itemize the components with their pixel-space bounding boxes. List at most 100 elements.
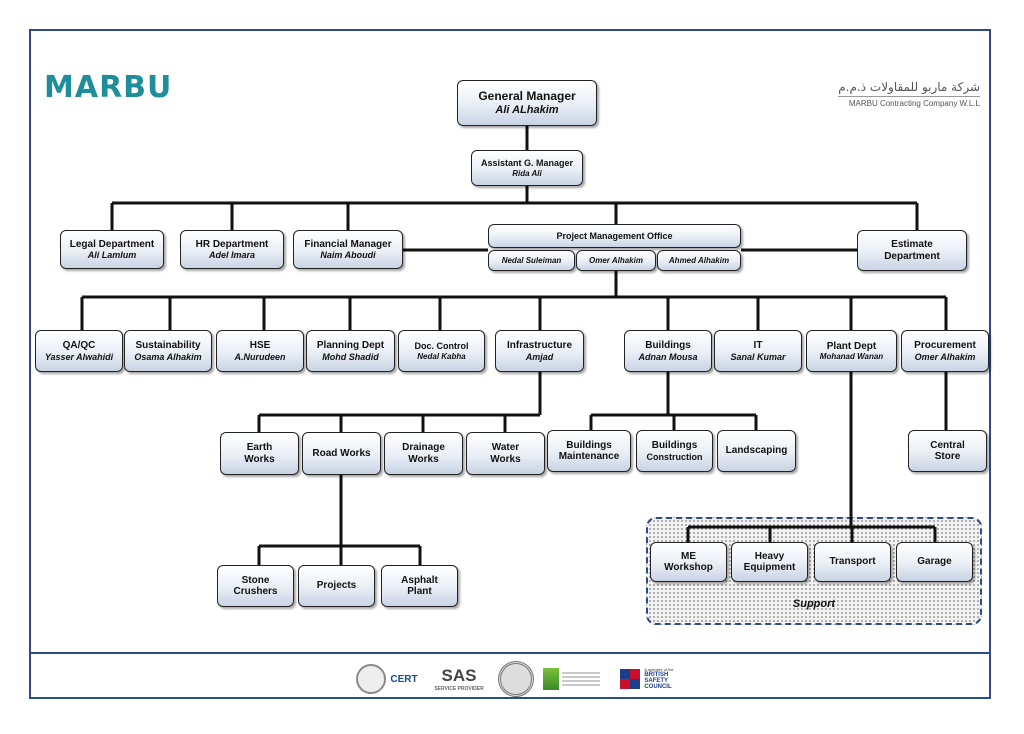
company-name-arabic: شركة ماربو للمقاولات ذ.م.م — [838, 80, 980, 94]
qatar-gbc-logo — [541, 664, 601, 694]
buildings-maintenance-line2: Maintenance — [558, 451, 620, 462]
buildings-maintenance-box: Buildings Maintenance — [547, 430, 631, 472]
plant-dept-box: Plant Dept Mohanad Wanan — [806, 330, 897, 372]
garage-label: Garage — [917, 556, 952, 568]
earth-works-line1: Earth — [246, 442, 273, 453]
legal-department-box: Legal Department Ali Lamlum — [60, 230, 164, 269]
asphalt-plant-line2: Plant — [407, 586, 432, 597]
earth-works-box: Earth Works — [220, 432, 299, 475]
assistant-gm-title: Assistant G. Manager — [480, 158, 574, 169]
marbu-logo: MARBU — [44, 70, 173, 105]
gbc-seal-logo — [496, 661, 536, 697]
earth-works-line2: Works — [244, 453, 275, 465]
buildings-maintenance-line1: Buildings — [566, 439, 612, 451]
bsc-british-text: BRITISH — [644, 672, 669, 678]
procurement-box: Procurement Omer Alhakim — [901, 330, 989, 372]
british-safety-council-logo: A member of the BRITISH SAFETY COUNCIL — [611, 664, 683, 694]
it-name: Sanal Kumar — [730, 351, 786, 362]
garage-box: Garage — [896, 542, 973, 582]
procurement-name: Omer Alhakim — [914, 351, 976, 362]
central-store-line1: Central — [930, 439, 965, 451]
estimate-line1: Estimate — [891, 239, 933, 250]
planning-title: Planning Dept — [316, 340, 385, 352]
transport-box: Transport — [814, 542, 891, 582]
hr-name: Adel Imara — [208, 250, 256, 261]
infrastructure-box: Infrastructure Amjad — [495, 330, 584, 372]
buildings-construction-line2: Construction — [646, 451, 703, 462]
pmo-member-box: Omer Alhakim — [576, 250, 656, 271]
assistant-gm-box: Assistant G. Manager Rida Ali — [471, 150, 583, 186]
central-store-box: Central Store — [908, 430, 987, 472]
doc-control-name: Nedal Kabha — [417, 351, 466, 361]
green-building-icon — [542, 668, 559, 690]
hse-title: HSE — [249, 340, 271, 352]
qaqc-name: Yasser Alwahidi — [44, 351, 114, 362]
plant-title: Plant Dept — [826, 340, 877, 352]
infrastructure-title: Infrastructure — [506, 340, 572, 352]
pmo-member-box: Nedal Suleiman — [488, 250, 575, 271]
general-manager-box: General Manager Ali ALhakim — [457, 80, 597, 126]
stone-crushers-line1: Stone — [241, 574, 270, 586]
hse-box: HSE A.Nurudeen — [216, 330, 304, 372]
heavy-equipment-line1: Heavy — [754, 550, 785, 562]
drainage-works-line1: Drainage — [402, 442, 445, 453]
drainage-works-box: Drainage Works — [384, 432, 463, 475]
central-store-line2: Store — [934, 451, 961, 462]
cert-text: CERT — [390, 673, 418, 685]
buildings-box: Buildings Adnan Mousa — [624, 330, 712, 372]
gbc-text-icon — [561, 672, 600, 686]
financial-title: Financial Manager — [304, 238, 392, 250]
road-works-box: Road Works — [302, 432, 381, 475]
water-works-box: Water Works — [466, 432, 545, 475]
plant-name: Mohanad Wanan — [819, 352, 884, 362]
drainage-works-line2: Works — [408, 453, 439, 465]
buildings-name: Adnan Mousa — [638, 351, 698, 362]
pmo-member-box: Ahmed Alhakim — [657, 250, 741, 271]
it-box: IT Sanal Kumar — [714, 330, 802, 372]
me-workshop-box: ME Workshop — [650, 542, 727, 582]
legal-name: Ali Lamlum — [87, 250, 137, 261]
asphalt-plant-line1: Asphalt — [401, 574, 438, 586]
pmo-title: Project Management Office — [556, 230, 673, 241]
stone-crushers-line2: Crushers — [233, 586, 278, 597]
me-workshop-line2: Workshop — [664, 562, 713, 573]
financial-manager-box: Financial Manager Naim Aboudi — [293, 230, 403, 269]
sustainability-title: Sustainability — [135, 340, 201, 352]
bsc-member-text: A member of the — [644, 667, 674, 672]
buildings-title: Buildings — [645, 340, 691, 352]
footer-divider — [31, 652, 989, 654]
financial-name: Naim Aboudi — [320, 250, 376, 261]
legal-title: Legal Department — [69, 238, 155, 250]
qaqc-box: QA/QC Yasser Alwahidi — [35, 330, 123, 372]
hr-title: HR Department — [195, 238, 269, 250]
assistant-gm-name: Rida Ali — [512, 168, 542, 178]
pmo-member-2: Omer Alhakim — [589, 255, 643, 265]
procurement-title: Procurement — [914, 340, 976, 352]
stone-crushers-box: Stone Crushers — [217, 565, 294, 607]
asphalt-plant-box: Asphalt Plant — [381, 565, 458, 607]
seal-icon — [498, 661, 534, 697]
estimate-line2: Department — [884, 250, 940, 262]
hse-name: A.Nurudeen — [234, 351, 286, 362]
sustainability-name: Osama Alhakim — [134, 351, 202, 362]
bsc-icon — [620, 669, 641, 689]
doc-control-title: Doc. Control — [414, 341, 469, 352]
planning-name: Mohd Shadid — [322, 351, 379, 362]
landscaping-label: Landscaping — [725, 445, 788, 457]
tuv-cert-logo: CERT — [352, 664, 422, 694]
bsc-safety-text: SAFETY — [644, 678, 668, 684]
sas-subtext: SERVICE PROVIDER — [434, 686, 484, 692]
company-name-english: MARBU Contracting Company W.L.L — [838, 96, 980, 108]
heavy-equipment-line2: Equipment — [743, 562, 796, 573]
sustainability-box: Sustainability Osama Alhakim — [124, 330, 212, 372]
pmo-member-1: Nedal Suleiman — [501, 255, 562, 265]
me-workshop-line1: ME — [681, 550, 696, 562]
company-name: شركة ماربو للمقاولات ذ.م.م MARBU Contrac… — [838, 80, 980, 108]
estimate-department-box: Estimate Department — [857, 230, 967, 271]
cert-seal-icon — [356, 664, 387, 694]
buildings-construction-line1: Buildings — [651, 440, 698, 452]
doc-control-box: Doc. Control Nedal Kabha — [398, 330, 485, 372]
water-works-line1: Water — [491, 442, 520, 453]
planning-dept-box: Planning Dept Mohd Shadid — [306, 330, 395, 372]
